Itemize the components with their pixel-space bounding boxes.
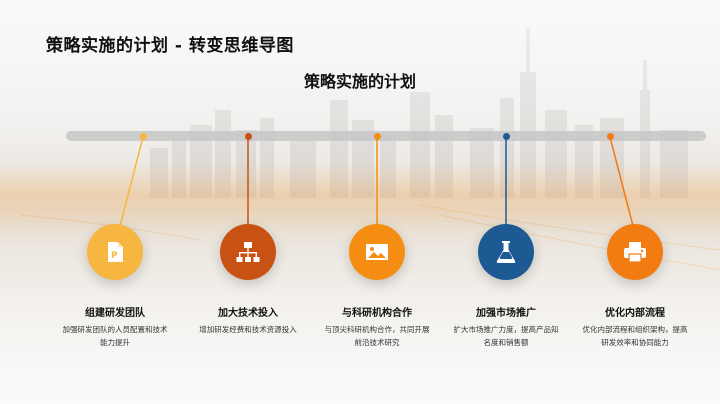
item-desc-4: 扩大市场推广力度，提高产品知名度和销售额 [453,325,559,347]
slide-title: 策略实施的计划 - 转变思维导图 [46,36,294,56]
slide-subtitle: 策略实施的计划 [303,72,416,91]
node-circle-3 [349,224,405,280]
node-circle-4 [478,224,534,280]
timeline-dot-5 [607,133,614,140]
item-desc-2: 增加研发经费和技术资源投入 [199,325,297,334]
printer-icon [624,242,646,263]
timeline-dot-2 [245,133,252,140]
item-title-5: 优化内部流程 [605,308,665,319]
document-icon: P [108,242,123,262]
item-desc-3: 与顶尖科研机构合作，共同开展前沿技术研究 [324,325,430,347]
node-circle-5 [607,224,663,280]
item-title-2: 加大技术投入 [218,308,278,319]
item-desc-1: 加强研发团队的人员配置和技术能力提升 [62,325,168,347]
timeline-bar [66,131,706,141]
timeline-dot-4 [503,133,510,140]
item-title-3: 与科研机构合作 [342,308,412,319]
item-desc-5: 优化内部流程和组织架构，提高研发效率和协同能力 [582,325,688,347]
node-circle-1: P [87,224,143,280]
node-circle-2 [220,224,276,280]
image-icon [366,244,388,260]
timeline-dot-3 [374,133,381,140]
flask-icon [496,241,516,263]
svg-text:P: P [111,251,118,261]
flowchart-icon [236,242,260,262]
item-title-4: 加强市场推广 [476,308,536,319]
item-title-1: 组建研发团队 [85,308,145,319]
timeline-dot-1 [140,133,147,140]
